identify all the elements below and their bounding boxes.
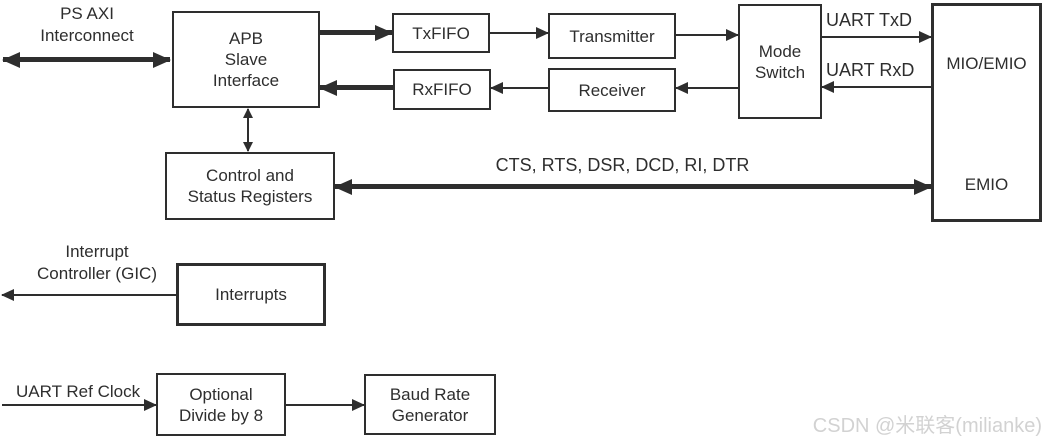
interrupt-controller-gic-label: Interrupt Controller (GIC) [37,242,157,283]
modem-signals-bidirectional-arrow [335,184,931,189]
uart-ref-clock-label: UART Ref Clock [16,382,141,401]
apb-to-txfifo-arrow [320,30,392,35]
mode-switch-to-receiver-arrow [676,87,738,89]
emio-label: EMIO [964,175,1009,194]
txfifo-box: TxFIFO [392,13,490,53]
interrupts-to-gic-arrow [2,294,176,296]
receiver-box: Receiver [548,68,676,112]
uart-txd-arrow [822,36,931,38]
interrupts-label: Interrupts [215,285,287,304]
baud-rate-generator-box: Baud Rate Generator [364,374,496,435]
mode-switch-label: Mode Switch [754,41,806,82]
mio-emio-box: MIO/EMIO EMIO [931,3,1042,222]
uart-rxd-arrow [822,86,931,88]
csdn-watermark: CSDN @米联客(milianke) [812,415,1042,437]
uart-txd-label: UART TxD [826,10,913,30]
rxfifo-label: RxFIFO [412,80,472,99]
transmitter-label: Transmitter [569,26,655,46]
optional-divide-by-8-label: Optional Divide by 8 [178,384,264,425]
transmitter-to-mode-switch-arrow [676,34,738,36]
rxfifo-to-apb-arrow [320,85,393,90]
txfifo-label: TxFIFO [412,23,470,43]
control-status-registers-box: Control and Status Registers [165,152,335,220]
apb-control-registers-bidirectional-arrow [247,109,249,151]
modem-signals-label: CTS, RTS, DSR, DCD, RI, DTR [495,155,750,175]
divide-to-baud-rate-arrow [286,404,364,406]
rxfifo-box: RxFIFO [393,69,491,110]
interrupts-box: Interrupts [176,263,326,326]
apb-slave-interface-label: APB Slave Interface [212,29,280,90]
uart-ref-clock-arrow [2,404,156,406]
transmitter-box: Transmitter [548,13,676,59]
control-status-registers-label: Control and Status Registers [187,166,313,206]
mode-switch-box: Mode Switch [738,4,822,119]
mio-emio-label: MIO/EMIO [946,54,1027,73]
baud-rate-generator-label: Baud Rate Generator [389,384,471,425]
uart-rxd-label: UART RxD [826,60,915,80]
apb-slave-interface-box: APB Slave Interface [172,11,320,108]
optional-divide-by-8-box: Optional Divide by 8 [156,373,286,436]
receiver-to-rxfifo-arrow [491,87,548,89]
ps-axi-bidirectional-arrow [3,57,170,62]
txfifo-to-transmitter-arrow [490,32,548,34]
ps-axi-interconnect-label: PS AXI Interconnect [40,4,134,45]
receiver-label: Receiver [578,80,646,100]
